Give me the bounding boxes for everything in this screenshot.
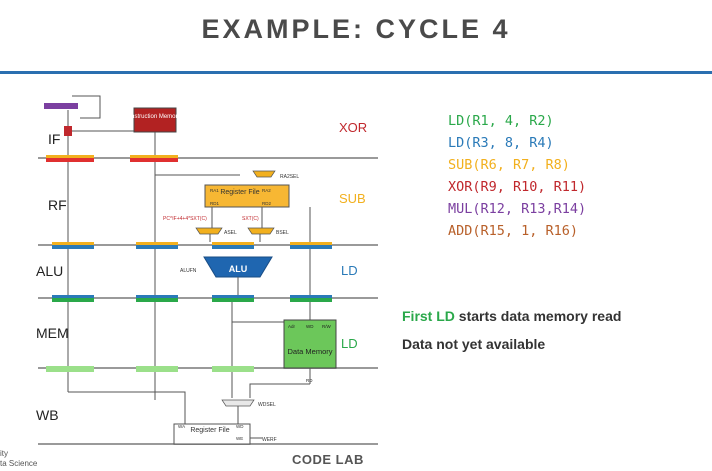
svg-text:RD2: RD2 xyxy=(262,201,271,206)
instr-line: SUB(R6, R7, R8) xyxy=(448,157,570,173)
stage-label-rf: RF xyxy=(48,197,67,213)
stage-label-alu: ALU xyxy=(36,263,63,279)
asel-mux xyxy=(195,227,223,235)
stage-label-mem: MEM xyxy=(36,325,69,341)
alu-stage: ALU ALUFN xyxy=(67,249,311,295)
pipe-reg xyxy=(52,242,94,249)
pipe-reg xyxy=(212,295,254,302)
footer-org-line-2: ta Science xyxy=(0,459,38,468)
pipe-reg xyxy=(212,242,254,249)
svg-text:ASEL: ASEL xyxy=(224,230,237,236)
svg-text:Register File: Register File xyxy=(190,427,229,434)
svg-text:ALUFN: ALUFN xyxy=(180,268,197,274)
if-stage: Instruction Memory xyxy=(44,95,181,155)
pipe-reg xyxy=(290,242,332,249)
pipe-reg xyxy=(290,295,332,302)
wb-register-file xyxy=(173,423,251,445)
stage-label-wb: WB xyxy=(36,407,59,423)
svg-text:WD: WD xyxy=(236,424,244,429)
note-line-1: First LD starts data memory read xyxy=(402,308,622,324)
svg-text:BSEL: BSEL xyxy=(276,230,289,236)
svg-text:RA2SEL: RA2SEL xyxy=(280,174,299,180)
svg-text:RA1: RA1 xyxy=(210,188,219,193)
instr-line: MUL(R12, R13,R14) xyxy=(448,201,587,217)
svg-text:ALU: ALU xyxy=(229,264,248,274)
alu-unit xyxy=(203,256,273,278)
svg-text:RD1: RD1 xyxy=(210,201,219,206)
svg-text:SXT(C): SXT(C) xyxy=(242,216,259,222)
pipe-reg xyxy=(52,295,94,302)
pipe-reg xyxy=(46,155,94,162)
footer-org-line-1: ity xyxy=(0,449,8,458)
wb-stage: WDSEL Register File WA WD WE WERF xyxy=(67,372,310,445)
bsel-mux xyxy=(247,227,275,235)
svg-text:Adr: Adr xyxy=(288,324,296,329)
pc-register xyxy=(64,126,72,136)
page-title: EXAMPLE: CYCLE 4 xyxy=(201,14,511,44)
svg-text:WA: WA xyxy=(178,424,185,429)
stage-instr-alu: LD xyxy=(341,263,358,278)
instr-line: ADD(R15, 1, R16) xyxy=(448,223,579,239)
imem-label: Instruction Memory xyxy=(129,114,180,120)
svg-text:WDSEL: WDSEL xyxy=(258,402,276,408)
stage-label-if: IF xyxy=(48,131,60,147)
title-divider xyxy=(0,71,712,74)
rf-stage: RA2SEL Register File RA1 RA2 RD1 RD2 PC^… xyxy=(67,162,311,242)
pipe-reg xyxy=(136,242,178,249)
instr-line: LD(R3, 8, R4) xyxy=(448,135,554,151)
stage-instr-if: XOR xyxy=(339,120,367,135)
svg-text:WE: WE xyxy=(236,436,243,441)
svg-text:Data Memory: Data Memory xyxy=(287,347,332,356)
svg-text:PC^IF+4+4*SXT(C): PC^IF+4+4*SXT(C) xyxy=(163,216,207,222)
stage-instr-tags: XOR SUB LD LD xyxy=(339,120,367,351)
pipe-reg xyxy=(136,366,178,372)
pipe-reg xyxy=(212,366,254,372)
note-line-2: Data not yet available xyxy=(402,336,546,352)
stage-instr-mem: LD xyxy=(341,336,358,351)
pipe-reg xyxy=(136,295,178,302)
pc-mux xyxy=(44,103,78,109)
instr-line: LD(R1, 4, R2) xyxy=(448,113,554,129)
wdsel-mux xyxy=(221,399,255,407)
register-file xyxy=(204,184,290,208)
code-lab-logo: CODE LAB xyxy=(292,452,364,467)
stage-labels: IF RF ALU MEM WB xyxy=(36,131,69,423)
ra2sel-mux xyxy=(252,170,276,178)
svg-text:RA2: RA2 xyxy=(262,188,271,193)
pipe-reg xyxy=(130,155,178,162)
pipeline-registers xyxy=(46,155,332,372)
svg-text:WD: WD xyxy=(306,324,314,329)
svg-text:R/W: R/W xyxy=(322,324,332,329)
stage-instr-rf: SUB xyxy=(339,191,366,206)
instruction-memory xyxy=(133,107,177,133)
svg-text:RD: RD xyxy=(306,378,313,383)
mem-stage: Adr WD R/W Data Memory RD xyxy=(67,302,337,384)
svg-text:Register File: Register File xyxy=(220,189,259,196)
svg-text:WERF: WERF xyxy=(262,437,277,443)
instr-line: XOR(R9, R10, R11) xyxy=(448,179,587,195)
pipe-reg xyxy=(46,366,94,372)
